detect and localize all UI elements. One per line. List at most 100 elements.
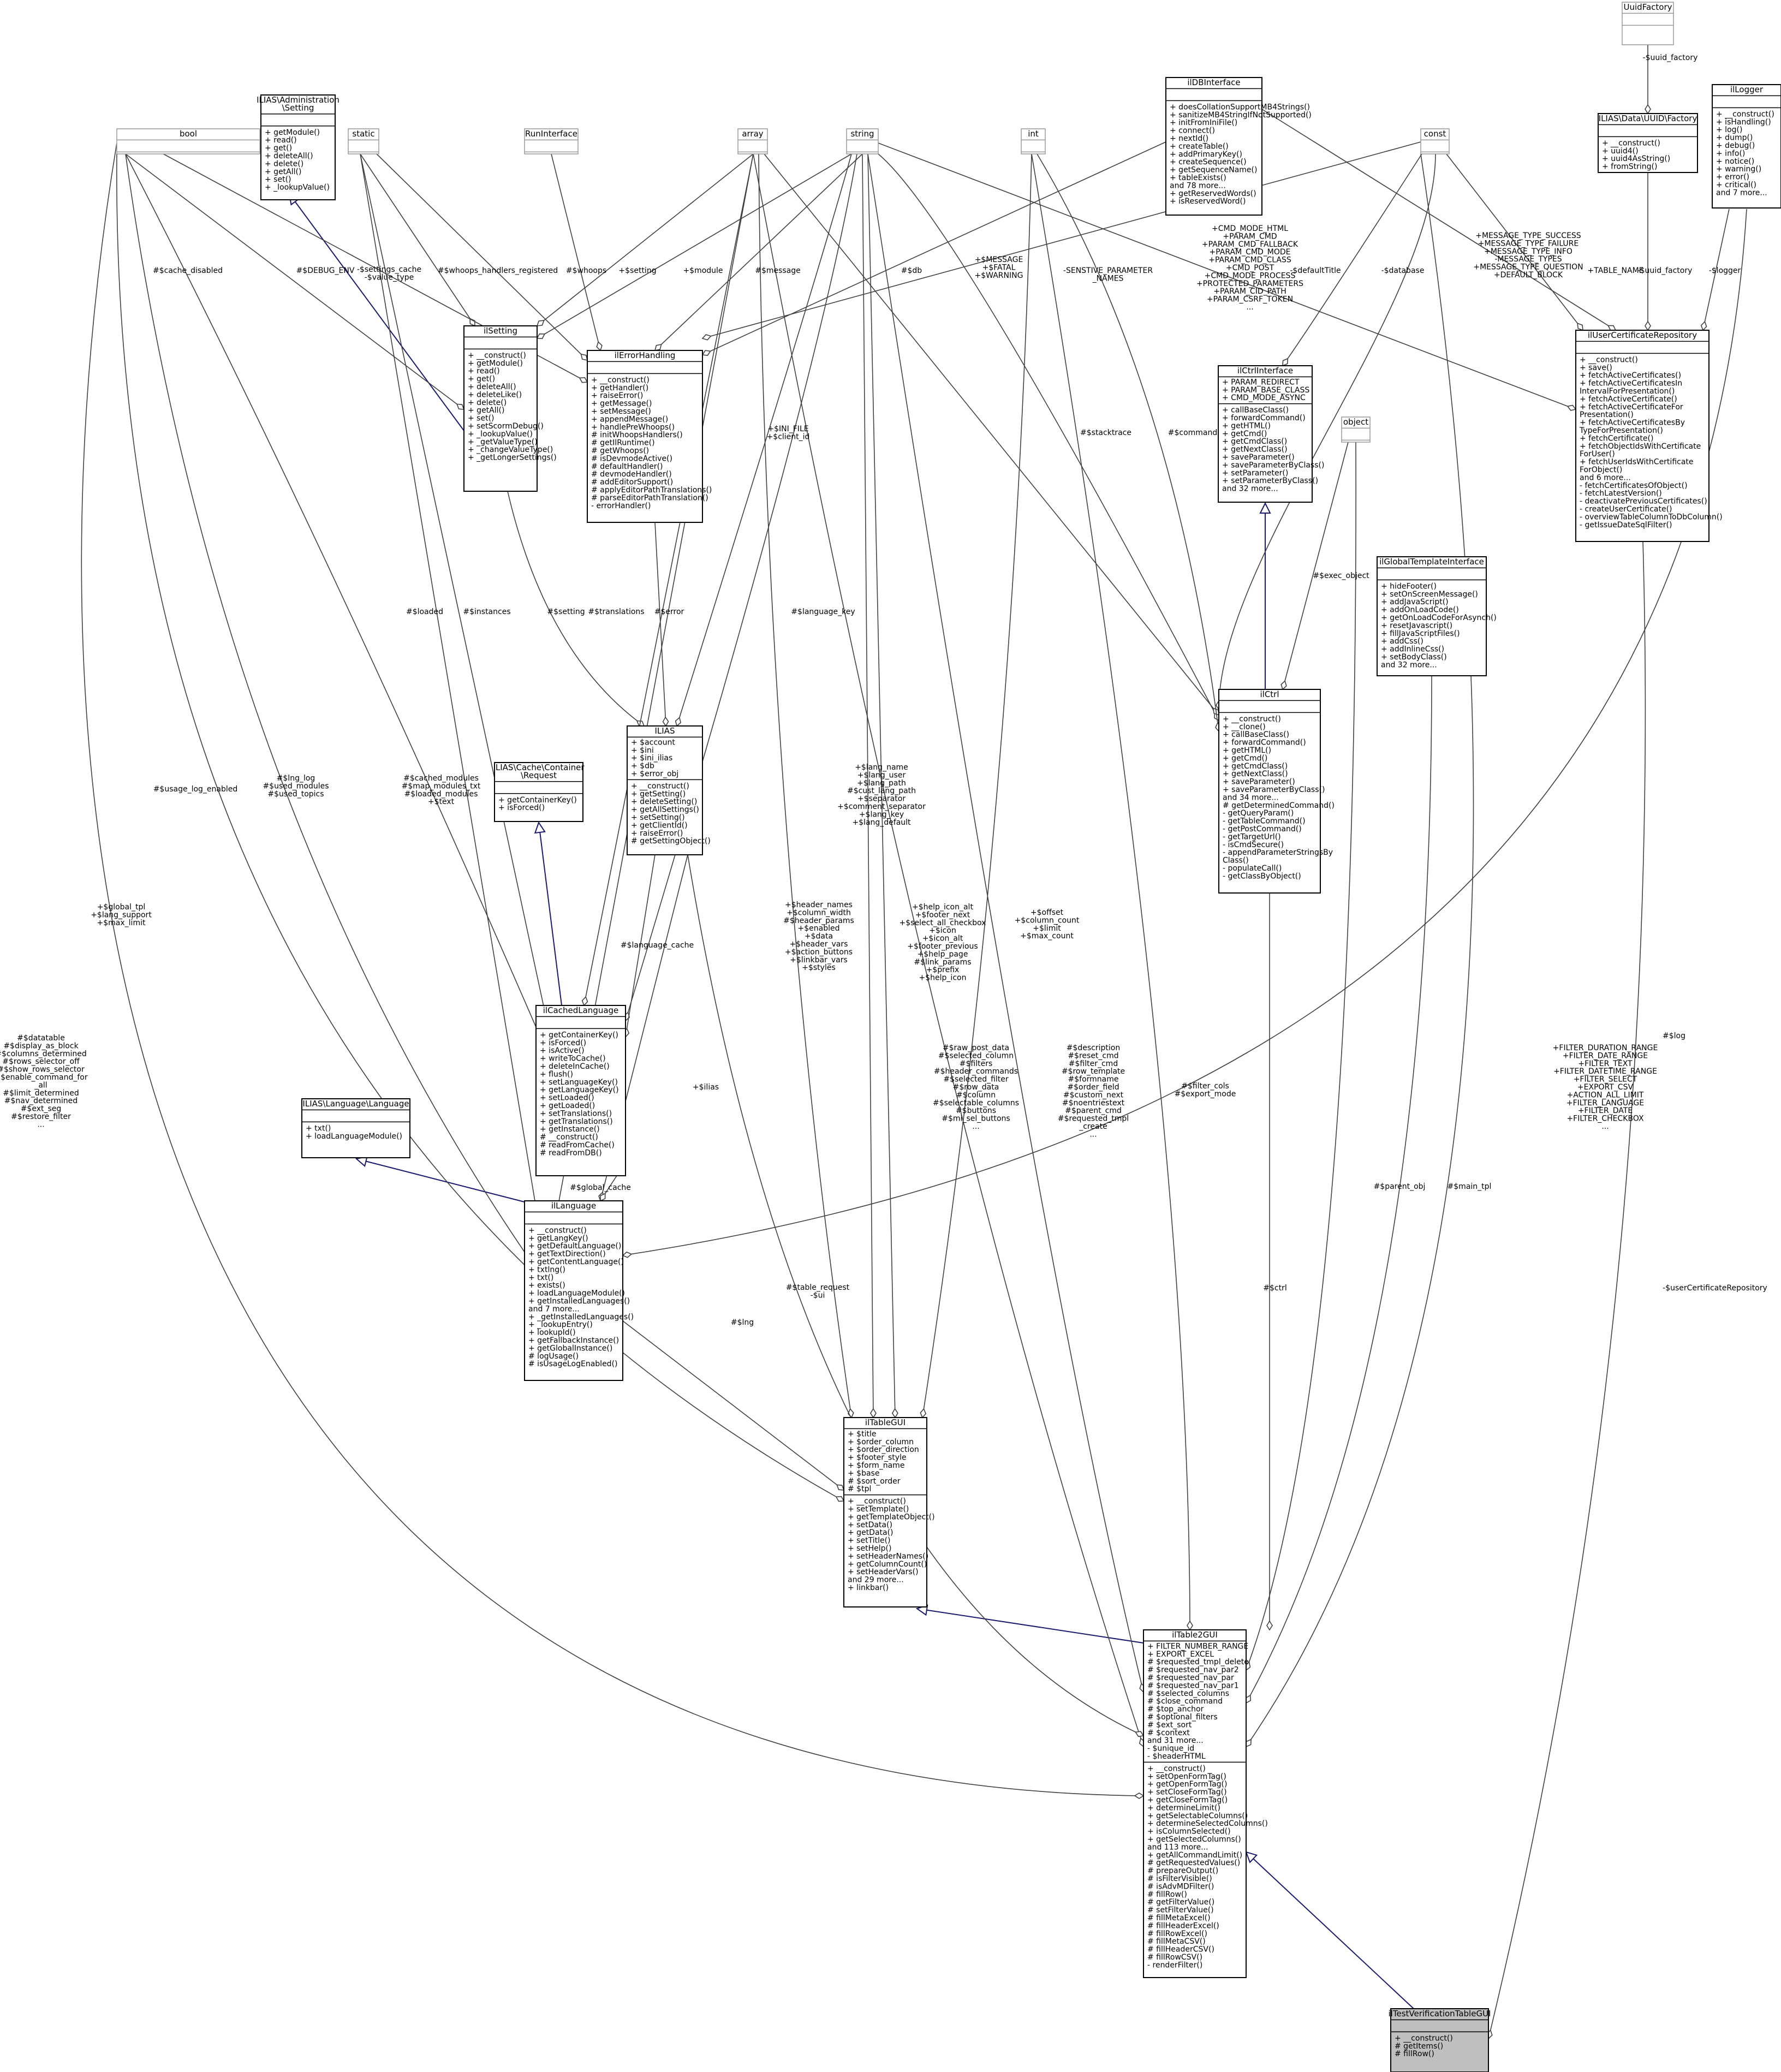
class-operation: - overviewTableColumnToDbColumn() xyxy=(1580,513,1723,521)
edge-label-line: +$prefix xyxy=(926,966,960,974)
class-operation: + connect() xyxy=(1170,127,1215,135)
edge-label-line: +EXPORT_CSV xyxy=(1577,1083,1634,1092)
class-node-static[interactable]: static xyxy=(348,128,379,154)
class-operation: # parseEditorPathTranslation() xyxy=(591,493,708,502)
class-node-request[interactable]: ILIAS\Cache\Container\Request+ getContai… xyxy=(493,762,585,822)
class-box xyxy=(1622,2,1674,45)
association-edge xyxy=(1700,209,1730,331)
class-operation: + set() xyxy=(468,414,495,423)
class-title: ilCtrlInterface xyxy=(1237,366,1293,376)
class-node-iltablegui[interactable]: ilTableGUI+ $title+ $order_column+ $orde… xyxy=(843,1417,935,1607)
class-node-bool[interactable]: bool xyxy=(116,128,260,154)
aggregation-diamond xyxy=(662,716,669,727)
association-edge xyxy=(376,153,588,361)
class-operation: IntervalForPresentation() xyxy=(1580,387,1675,396)
class-node-ilglobal[interactable]: ilGlobalTemplateInterface+ hideFooter()+… xyxy=(1377,556,1497,676)
class-attribute: and 31 more... xyxy=(1147,1736,1204,1745)
class-title: ilTable2GUI xyxy=(1172,1630,1218,1640)
edge-label-line: +PARAM_CMD_FALLBACK xyxy=(1202,240,1298,249)
class-node-illanguage[interactable]: ilLanguage+ __construct()+ getLangKey()+… xyxy=(524,1200,634,1381)
edge-label-line: +$ilias xyxy=(693,1083,719,1092)
edge-path xyxy=(1261,109,1616,331)
class-operation: + fillJavaScriptFiles() xyxy=(1381,629,1460,638)
class-node-illogger[interactable]: ilLogger+ __construct()+ isHandling()+ l… xyxy=(1712,84,1781,209)
class-title: ilDBInterface xyxy=(1187,78,1240,87)
edge-label-line: +MESSAGE_TYPE_QUESTION xyxy=(1473,263,1583,272)
class-node-iltest[interactable]: ilTestVerificationTableGUI+ __construct(… xyxy=(1389,2008,1491,2072)
edge-label-line: #$limit_determined xyxy=(3,1089,79,1098)
class-operation: + lookupId() xyxy=(528,1329,576,1337)
class-node-llanguage[interactable]: ILIAS\Language\Language+ txt()+ loadLang… xyxy=(301,1098,410,1158)
class-box xyxy=(494,762,583,822)
class-node-array[interactable]: array xyxy=(737,128,768,154)
edge-path xyxy=(125,153,541,1038)
class-operation: + loadLanguageModule() xyxy=(306,1132,402,1141)
class-node-const[interactable]: const xyxy=(1420,128,1450,154)
class-node-ilctrlinterface[interactable]: ilCtrlInterface+ PARAM_REDIRECT+ PARAM_B… xyxy=(1218,365,1324,503)
association-edge xyxy=(536,153,754,326)
class-operation: # isAdvMDFilter() xyxy=(1147,1882,1214,1891)
association-edge xyxy=(600,1175,617,1202)
class-box xyxy=(116,128,260,154)
aggregation-diamond xyxy=(835,1496,845,1502)
edge-path xyxy=(1446,153,1583,331)
class-node-uuid[interactable]: ILIAS\Data\UUID\Factory+ __construct()+ … xyxy=(1598,113,1698,173)
class-node-runinterface[interactable]: RunInterface xyxy=(524,128,579,154)
edge-label-logger: -$logger xyxy=(1709,266,1741,275)
edge-label-line: +$FATAL xyxy=(982,263,1016,272)
edge-label-ini_file: +$INI_FILE+$client_id xyxy=(767,425,810,441)
association-edge xyxy=(622,1320,845,1491)
association-edge xyxy=(878,153,1220,722)
class-operation: + createTable() xyxy=(1170,142,1229,151)
edge-path xyxy=(625,153,857,1021)
edge-label-line: +$icon xyxy=(929,926,956,935)
edge-label-line: #$table_request xyxy=(786,1283,850,1292)
class-box xyxy=(1390,2008,1489,2072)
edge-label-setting2: #$setting xyxy=(547,608,585,616)
class-node-ilias[interactable]: ILIAS+ $account+ $ini+ $ini_ilias+ $db+ … xyxy=(627,725,711,855)
class-operation: + setSetting() xyxy=(631,813,685,822)
edge-label-line: #$header_params xyxy=(783,916,854,925)
edge-label-line: +FILTER_TEXT xyxy=(1578,1059,1633,1068)
class-attribute: # $top_anchor xyxy=(1147,1705,1204,1714)
class-operation: + fetchUserIdsWithCertificate xyxy=(1580,458,1694,467)
edge-label-line: -$userCertificateRepository xyxy=(1663,1284,1767,1293)
class-node-ilctrl[interactable]: ilCtrl+ __construct()+ __clone()+ callBa… xyxy=(1218,689,1335,894)
class-operation: + isForced() xyxy=(540,1039,586,1047)
class-node-ilcachedlanguage[interactable]: ilCachedLanguage+ getContainerKey()+ isF… xyxy=(535,1005,626,1176)
class-box xyxy=(463,325,538,492)
class-operation: + handlePreWhoops() xyxy=(591,423,675,432)
class-operation: # defaultHandler() xyxy=(591,462,663,471)
edge-label-main_tpl: #$main_tpl xyxy=(1448,1182,1492,1191)
edge-label-line: -$value_type xyxy=(365,273,414,282)
class-node-iluser[interactable]: ilUserCertificateRepository+ __construct… xyxy=(1575,330,1723,542)
class-node-ilsetting[interactable]: ilSetting+ __construct()+ getModule()+ r… xyxy=(463,325,557,492)
edge-label-line: +PARAM_CSRF_TOKEN xyxy=(1207,295,1293,304)
class-operation: + writeToCache() xyxy=(540,1055,606,1063)
edge-label-header_names: +$header_names+$column_width#$header_par… xyxy=(783,901,854,972)
edge-path xyxy=(125,153,546,1283)
class-attribute: - $headerHTML xyxy=(1147,1752,1206,1761)
class-node-ildbinterface[interactable]: ilDBInterface+ doesCollationSupportMB4St… xyxy=(1165,77,1312,216)
edge-label-line: #$selectable_columns xyxy=(933,1099,1019,1108)
class-node-iltable2gui[interactable]: ilTable2GUI+ FILTER_NUMBER_RANGE+ EXPORT… xyxy=(1143,1629,1268,1978)
edge-label-line: -$database xyxy=(1381,266,1425,275)
class-node-admsetting[interactable]: ILIAS\Administration\Setting+ getModule(… xyxy=(257,94,339,200)
class-node-object[interactable]: object xyxy=(1341,416,1371,443)
class-node-int[interactable]: int xyxy=(1021,128,1046,154)
class-node-string[interactable]: string xyxy=(846,128,879,154)
aggregation-diamond xyxy=(1187,1620,1193,1631)
class-title: UuidFactory xyxy=(1624,2,1672,12)
class-operation: + exists() xyxy=(528,1281,565,1290)
aggregation-diamond xyxy=(600,1193,606,1202)
edge-label-line: #$loaded xyxy=(406,608,443,616)
aggregation-diamond xyxy=(1134,1792,1145,1799)
class-node-ilerrorhandling[interactable]: ilErrorHandling+ __construct()+ getHandl… xyxy=(587,350,712,523)
class-operation: Presentation() xyxy=(1580,410,1634,419)
edge-label-line: +$MESSAGE xyxy=(975,255,1023,264)
class-operation: + __construct() xyxy=(468,351,526,360)
class-operation: # isUsageLogEnabled() xyxy=(528,1360,618,1368)
edge-label-usage_log: #$usage_log_enabled xyxy=(153,785,238,794)
class-operation: # fillRowCSV() xyxy=(1147,1953,1202,1962)
class-node-uuidfactory[interactable]: UuidFactory xyxy=(1622,2,1674,45)
